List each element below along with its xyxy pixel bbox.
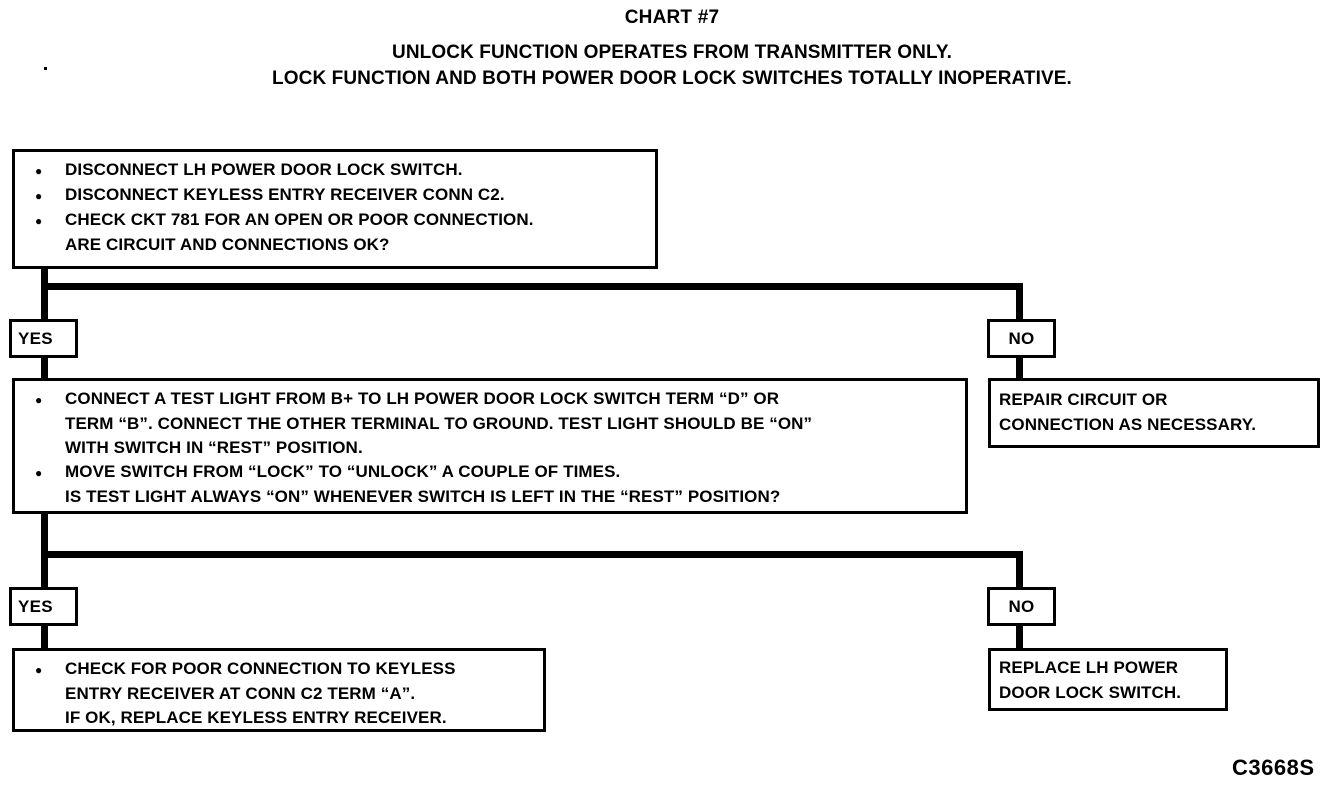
step-2-line-1: CONNECT A TEST LIGHT FROM B+ TO LH POWER…	[25, 387, 957, 412]
outcome-replace-switch-box: REPLACE LH POWER DOOR LOCK SWITCH.	[988, 648, 1228, 711]
outcome-repair-circuit-box: REPAIR CIRCUIT OR CONNECTION AS NECESSAR…	[988, 378, 1320, 448]
bullet-icon	[25, 208, 65, 233]
step-3-line-2: ENTRY RECEIVER AT CONN C2 TERM “A”.	[25, 682, 535, 706]
bullet-icon	[25, 158, 65, 183]
step-1-line-2-text: DISCONNECT KEYLESS ENTRY RECEIVER CONN C…	[65, 185, 505, 204]
outcome-replace-line-2: DOOR LOCK SWITCH.	[999, 683, 1182, 702]
step-3-box: CHECK FOR POOR CONNECTION TO KEYLESS ENT…	[12, 648, 546, 732]
decision-no-2[interactable]: NO	[987, 587, 1056, 626]
connector-no1-down	[1016, 283, 1023, 319]
step-2-line-4: MOVE SWITCH FROM “LOCK” TO “UNLOCK” A CO…	[25, 460, 957, 485]
step-1-box: DISCONNECT LH POWER DOOR LOCK SWITCH. DI…	[12, 149, 658, 269]
decision-yes-1[interactable]: YES	[9, 319, 78, 358]
step-1-line-3: CHECK CKT 781 FOR AN OPEN OR POOR CONNEC…	[25, 208, 647, 233]
step-2-line-5-text: IS TEST LIGHT ALWAYS “ON” WHENEVER SWITC…	[65, 487, 781, 506]
step-1-line-1: DISCONNECT LH POWER DOOR LOCK SWITCH.	[25, 158, 647, 183]
step-3-line-1: CHECK FOR POOR CONNECTION TO KEYLESS	[25, 657, 535, 682]
outcome-replace-line-1: REPLACE LH POWER	[999, 658, 1179, 677]
step-2-line-2: TERM “B”. CONNECT THE OTHER TERMINAL TO …	[25, 412, 957, 436]
chart-subtitle-line-2: LOCK FUNCTION AND BOTH POWER DOOR LOCK S…	[272, 68, 1072, 89]
step-3-line-2-text: ENTRY RECEIVER AT CONN C2 TERM “A”.	[65, 684, 416, 703]
connector-no2-to-replace	[1016, 626, 1023, 648]
connector-yes1-to-step2	[41, 358, 48, 378]
connector-step1-down	[41, 269, 48, 289]
step-1-line-4-text: ARE CIRCUIT AND CONNECTIONS OK?	[65, 235, 390, 254]
outcome-repair-line-2: CONNECTION AS NECESSARY.	[999, 415, 1257, 434]
step-1-line-1-text: DISCONNECT LH POWER DOOR LOCK SWITCH.	[65, 160, 463, 179]
reference-code: C3668S	[1232, 755, 1315, 780]
scan-speck-artifact	[44, 67, 47, 70]
connector-branch-2-horizontal	[41, 551, 1023, 558]
outcome-repair-line-1: REPAIR CIRCUIT OR	[999, 390, 1168, 409]
decision-no-1-label: NO	[1008, 328, 1035, 348]
step-1-line-2: DISCONNECT KEYLESS ENTRY RECEIVER CONN C…	[25, 183, 647, 208]
step-2-line-4-text: MOVE SWITCH FROM “LOCK” TO “UNLOCK” A CO…	[65, 462, 621, 481]
step-2-line-5: IS TEST LIGHT ALWAYS “ON” WHENEVER SWITC…	[25, 485, 957, 509]
chart-title: CHART #7	[624, 7, 720, 28]
chart-subtitle-line-1: UNLOCK FUNCTION OPERATES FROM TRANSMITTE…	[392, 42, 952, 63]
bullet-icon	[25, 657, 65, 682]
step-2-line-1-text: CONNECT A TEST LIGHT FROM B+ TO LH POWER…	[65, 389, 780, 408]
decision-yes-2[interactable]: YES	[9, 587, 78, 626]
connector-no1-to-repair	[1016, 358, 1023, 378]
connector-no2-down	[1016, 551, 1023, 587]
step-2-line-3: WITH SWITCH IN “REST” POSITION.	[25, 436, 957, 460]
connector-yes2-down	[41, 557, 48, 587]
step-3-line-1-text: CHECK FOR POOR CONNECTION TO KEYLESS	[65, 659, 456, 678]
connector-yes2-to-step3	[41, 626, 48, 648]
bullet-icon	[25, 183, 65, 208]
step-3-line-3: IF OK, REPLACE KEYLESS ENTRY RECEIVER.	[25, 706, 535, 730]
step-3-line-3-text: IF OK, REPLACE KEYLESS ENTRY RECEIVER.	[65, 708, 447, 727]
connector-step2-down	[41, 514, 48, 558]
bullet-icon	[25, 387, 65, 412]
decision-yes-1-label: YES	[18, 328, 53, 348]
connector-yes1-down	[41, 289, 48, 319]
step-2-line-2-text: TERM “B”. CONNECT THE OTHER TERMINAL TO …	[65, 414, 813, 433]
decision-no-1[interactable]: NO	[987, 319, 1056, 358]
step-2-line-3-text: WITH SWITCH IN “REST” POSITION.	[65, 438, 363, 457]
bullet-icon	[25, 460, 65, 485]
step-1-line-4: ARE CIRCUIT AND CONNECTIONS OK?	[25, 233, 647, 257]
connector-branch-1-horizontal	[41, 283, 1023, 290]
step-2-box: CONNECT A TEST LIGHT FROM B+ TO LH POWER…	[12, 378, 968, 514]
decision-no-2-label: NO	[1008, 596, 1035, 616]
step-1-line-3-text: CHECK CKT 781 FOR AN OPEN OR POOR CONNEC…	[65, 210, 534, 229]
chart-subtitle: UNLOCK FUNCTION OPERATES FROM TRANSMITTE…	[0, 40, 1344, 92]
decision-yes-2-label: YES	[18, 596, 53, 616]
